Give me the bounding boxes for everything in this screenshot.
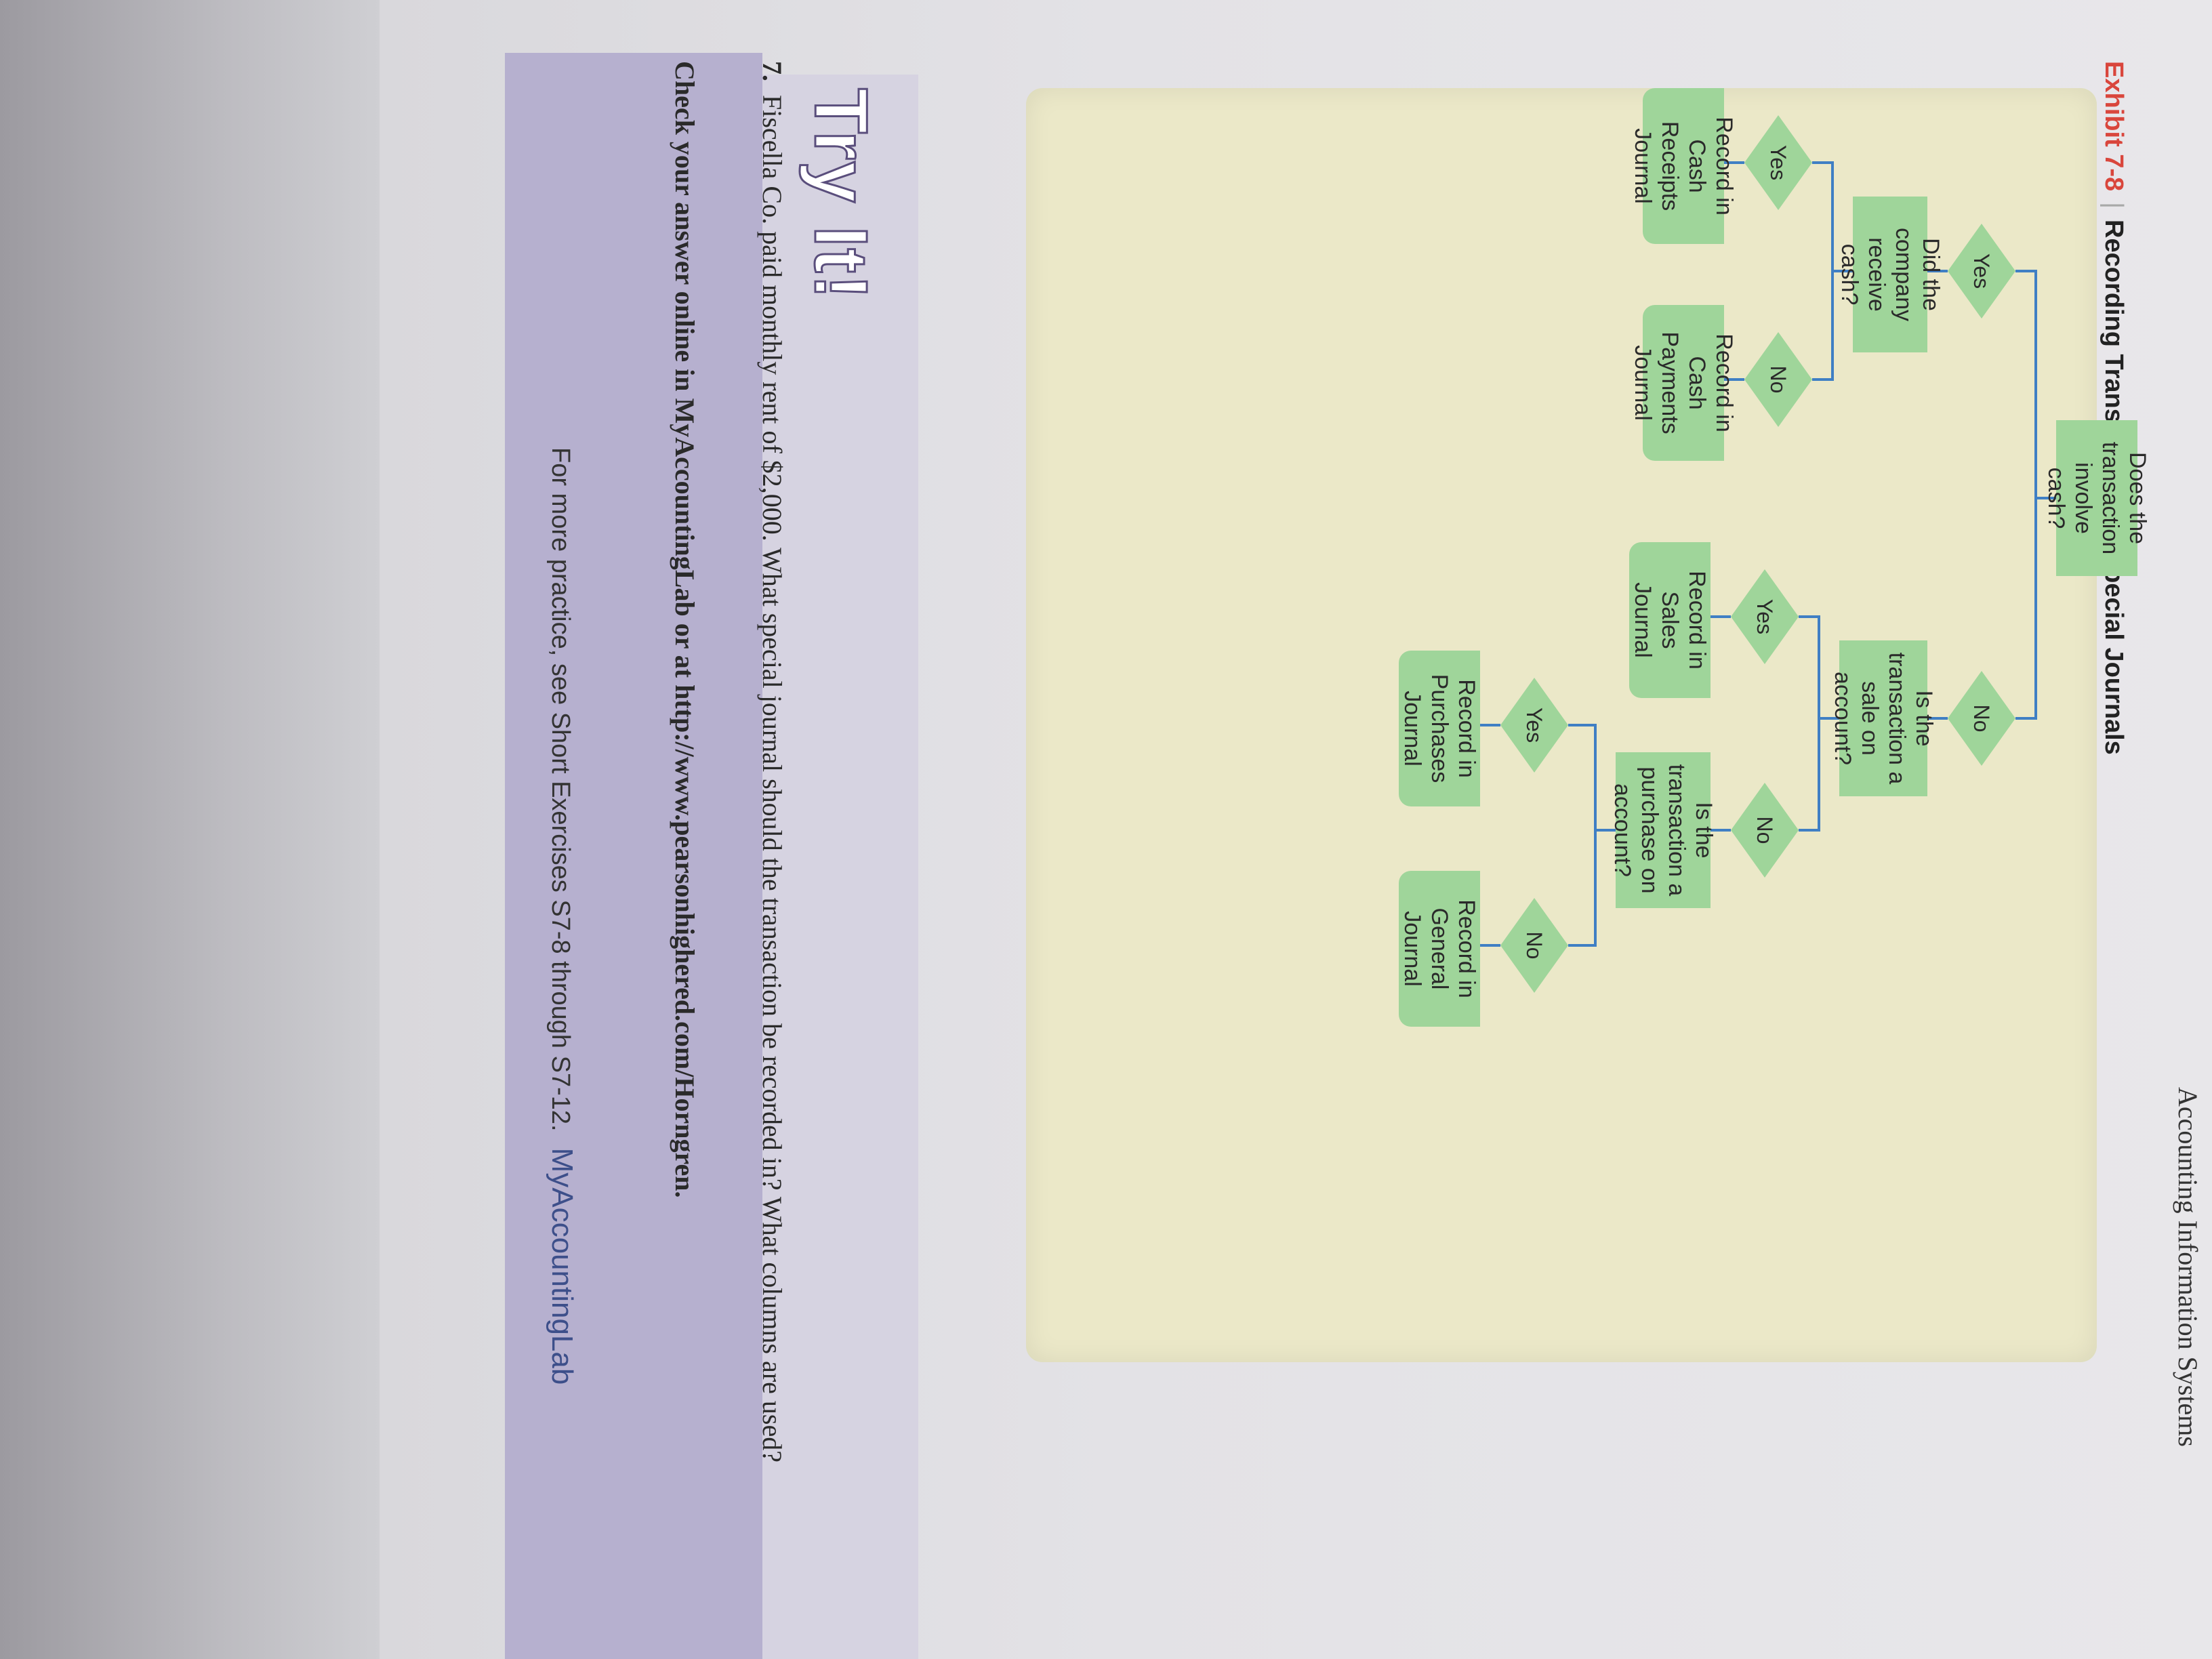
diamond-receive-no: No [1744, 332, 1812, 427]
question-purchase-on-account: Is the transaction a purchase on account… [1610, 752, 1717, 908]
question-sale-on-account: Is the transaction a sale on account? [1830, 640, 1937, 796]
diamond-cash-no: No [1948, 671, 2015, 766]
question-receive-cash: Did the company receive cash? [1837, 197, 1944, 352]
diamond-purchase-no: No [1500, 898, 1568, 993]
table-background [0, 0, 380, 1659]
try-it-question: 7. Fiscella Co. paid monthly rent of $2,0… [755, 61, 789, 1620]
result-cash-payments: Record in Cash Payments Journal [1630, 305, 1737, 461]
try-it-band [505, 53, 762, 1659]
question-involve-cash: Does the transaction involve cash? [2043, 420, 2150, 576]
try-it-band-light [762, 75, 918, 1659]
result-general-journal: Record in General Journal [1399, 871, 1480, 1027]
result-purchases-journal: Record in Purchases Journal [1399, 651, 1480, 806]
diamond-sale-no: No [1731, 783, 1799, 878]
result-sales-journal: Record in Sales Journal [1629, 542, 1711, 698]
result-cash-receipts: Record in Cash Receipts Journal [1630, 88, 1737, 244]
diamond-sale-yes: Yes [1731, 569, 1799, 664]
connector-purchase [1568, 724, 1616, 947]
connector-receive [1812, 161, 1853, 381]
connector-purchase-answers [1480, 724, 1500, 947]
practice-text: For more practice, see Short Exercises S… [546, 447, 575, 1132]
check-answer-text: Check your answer online in MyAccounting… [670, 61, 700, 1198]
diamond-receive-yes: Yes [1744, 115, 1812, 210]
myaccountinglab-brand: MyAccountingLab [546, 1147, 579, 1385]
practice-footer: For more practice, see Short Exercises S… [545, 447, 579, 1385]
question-text: Fiscella Co. paid monthly rent of $2,000… [757, 95, 787, 1462]
try-it-heading: Try It! [798, 87, 884, 302]
diamond-purchase-yes: Yes [1500, 678, 1568, 773]
diamond-cash-yes: Yes [1948, 224, 2015, 319]
connector-cash [2015, 270, 2056, 720]
connector-sale-answers [1711, 615, 1731, 832]
question-number: 7. [757, 61, 787, 81]
connector-receive-answers [1724, 161, 1744, 381]
connector-sale [1799, 615, 1839, 832]
